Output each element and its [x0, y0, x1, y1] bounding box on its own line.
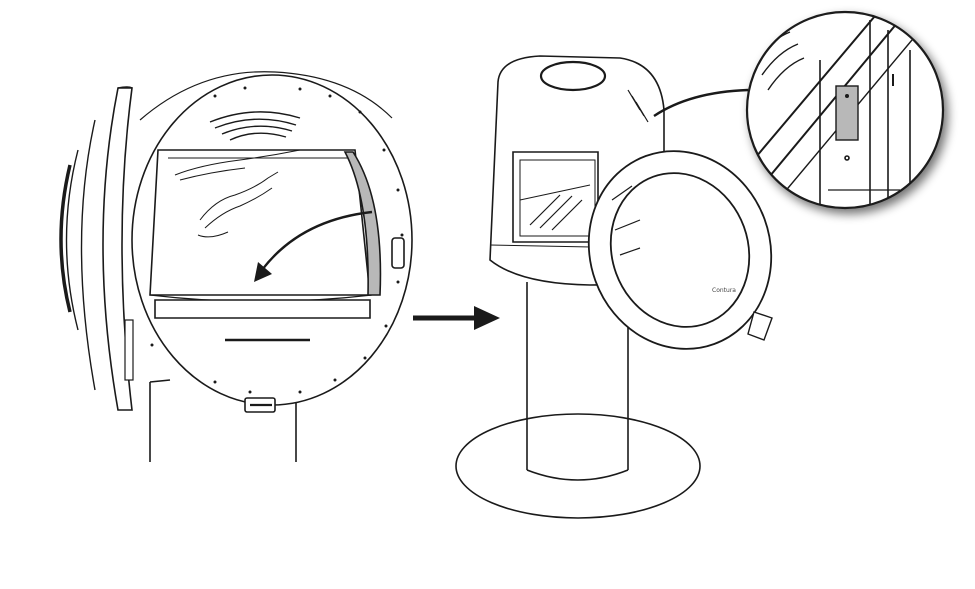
brand-mark: Contura: [712, 287, 736, 294]
zoom-detail-content: [747, 12, 913, 208]
latch-icon: [391, 237, 405, 269]
pedestal-column: [149, 379, 297, 462]
step-2-stove-pedestal: Contura: [455, 55, 773, 519]
rim-screws: [150, 86, 404, 394]
firebox-opening: [149, 149, 382, 342]
step-arrow-icon: [413, 306, 500, 330]
hand-icon: [174, 149, 301, 238]
step-1-stove-front: [59, 71, 413, 462]
base-plate: [455, 413, 701, 519]
callout-leader-line: [653, 88, 749, 117]
rotate-arrow-icon: [254, 210, 373, 282]
top-handle-icon: [539, 60, 607, 92]
door-handle-icon: [747, 311, 773, 341]
open-door-left: [59, 86, 134, 411]
open-door-round: Contura: [587, 150, 773, 350]
highlight-panel: [343, 151, 382, 296]
hinge-plate: [835, 85, 859, 141]
vent-grille-icon: [209, 111, 301, 141]
